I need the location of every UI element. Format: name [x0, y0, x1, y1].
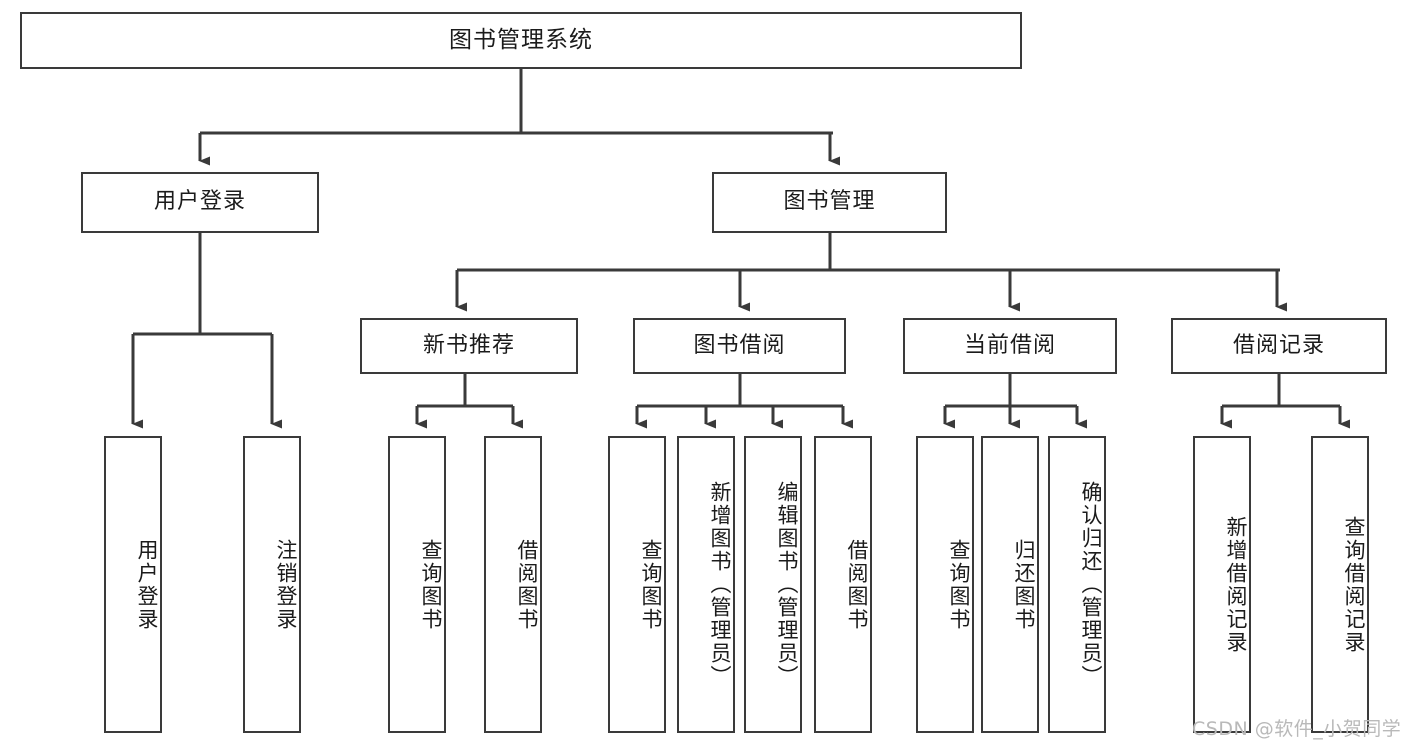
leaf-query-book-borrow[interactable]: 查询图书	[608, 436, 666, 733]
node-book-management[interactable]: 图书管理	[712, 172, 947, 233]
edge-borrow-leaves	[635, 374, 853, 429]
leaf-label: 归还图书	[1012, 538, 1036, 631]
leaf-return-book[interactable]: 归还图书	[981, 436, 1039, 733]
leaf-label: 用户登录	[135, 538, 159, 631]
leaf-user-login[interactable]: 用户登录	[104, 436, 162, 733]
leaf-label: 新增借阅记录	[1224, 515, 1248, 654]
leaf-query-book-current[interactable]: 查询图书	[916, 436, 974, 733]
edge-records-leaves	[1220, 374, 1350, 429]
node-current-borrow[interactable]: 当前借阅	[903, 318, 1117, 374]
leaf-logout-login[interactable]: 注销登录	[243, 436, 301, 733]
leaf-add-borrow-record[interactable]: 新增借阅记录	[1193, 436, 1251, 733]
edge-userlogin-bus	[131, 233, 282, 429]
leaf-label: 查询图书	[639, 538, 663, 631]
node-root[interactable]: 图书管理系统	[20, 12, 1022, 69]
edge-newbook-leaves	[415, 374, 523, 429]
edge-root-to-level2	[198, 133, 840, 166]
edge-bookmgmt-bus	[455, 233, 1287, 312]
node-book-borrow[interactable]: 图书借阅	[633, 318, 846, 374]
edge-root-bus	[200, 69, 833, 135]
node-new-book-recommend[interactable]: 新书推荐	[360, 318, 578, 374]
leaf-label: 借阅图书	[515, 538, 539, 631]
leaf-add-book-admin[interactable]: 新增图书（管理员）	[677, 436, 735, 733]
edge-current-leaves	[943, 374, 1087, 429]
leaf-label: 查询图书	[419, 538, 443, 631]
leaf-borrow-book[interactable]: 借阅图书	[814, 436, 872, 733]
leaf-label: 借阅图书	[845, 538, 869, 631]
leaf-label: 新增图书（管理员）	[708, 481, 732, 688]
leaf-confirm-return-admin[interactable]: 确认归还（管理员）	[1048, 436, 1106, 733]
node-borrow-records[interactable]: 借阅记录	[1171, 318, 1387, 374]
leaf-label: 确认归还（管理员）	[1079, 481, 1103, 688]
leaf-query-book-newbook[interactable]: 查询图书	[388, 436, 446, 733]
leaf-label: 查询借阅记录	[1342, 515, 1366, 654]
leaf-query-borrow-record[interactable]: 查询借阅记录	[1311, 436, 1369, 733]
leaf-label: 查询图书	[947, 538, 971, 631]
leaf-borrow-book-newbook[interactable]: 借阅图书	[484, 436, 542, 733]
csdn-watermark: CSDN @软件_小贺同学	[1192, 718, 1402, 740]
leaf-label: 编辑图书（管理员）	[775, 481, 799, 688]
node-user-login[interactable]: 用户登录	[81, 172, 319, 233]
leaf-label: 注销登录	[274, 538, 298, 631]
leaf-edit-book-admin[interactable]: 编辑图书（管理员）	[744, 436, 802, 733]
